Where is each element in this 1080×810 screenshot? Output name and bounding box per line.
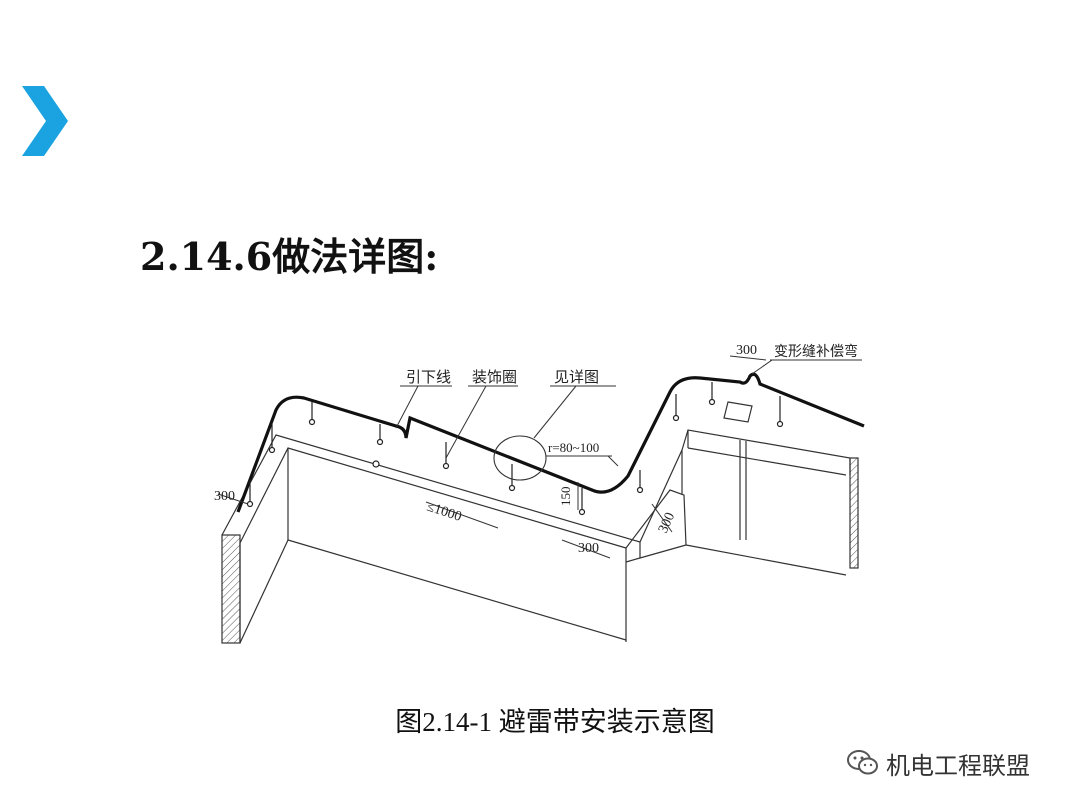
label-dim-300-top: 300 bbox=[736, 343, 757, 358]
label-decor-ring: 装饰圈 bbox=[472, 369, 517, 386]
label-see-detail: 见详图 bbox=[554, 369, 599, 386]
section-title: 2.14.6做法详图: bbox=[140, 234, 439, 279]
detail-circle bbox=[493, 435, 547, 481]
label-dim-300-left: 300 bbox=[214, 489, 235, 504]
label-spacing-1000: ≤1000 bbox=[425, 500, 464, 525]
wall-structure bbox=[221, 401, 859, 644]
label-expansion-joint: 变形缝补偿弯 bbox=[774, 343, 858, 360]
figure-caption: 图2.14-1 避雷带安装示意图 bbox=[395, 707, 715, 737]
lightning-strip-diagram: 引下线 装饰圈 见详图 r=80~100 150 ≤1000 300 300 3… bbox=[200, 330, 880, 660]
watermark: 机电工程联盟 bbox=[846, 745, 1030, 781]
label-down-lead: 引下线 bbox=[406, 369, 451, 386]
label-height-150: 150 bbox=[558, 487, 573, 507]
wechat-icon bbox=[847, 750, 878, 775]
label-dim-300-bottom: 300 bbox=[578, 541, 599, 556]
label-radius: r=80~100 bbox=[548, 440, 599, 455]
chevron-right-icon bbox=[22, 86, 68, 156]
watermark-text: 机电工程联盟 bbox=[886, 751, 1030, 780]
lightning-strip bbox=[236, 372, 865, 513]
